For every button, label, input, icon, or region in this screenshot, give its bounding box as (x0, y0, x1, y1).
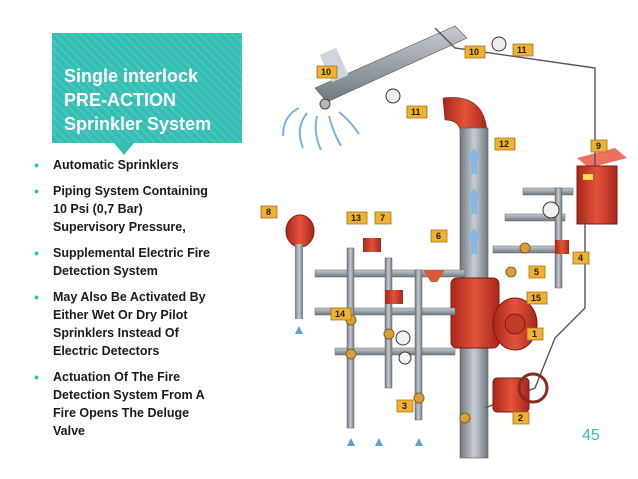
callout-11-left: 11 (406, 105, 428, 119)
bullet-item: •Actuation Of The Fire Detection System … (34, 369, 205, 438)
callout-12: 12 (494, 137, 516, 151)
brass-valve (345, 242, 531, 424)
svg-text:6: 6 (436, 231, 441, 241)
alarm-switch (555, 240, 569, 254)
water-flow-arrows (467, 148, 481, 254)
header-pipe (314, 25, 468, 103)
svg-text:7: 7 (380, 213, 385, 223)
trim-piping-vertical (346, 187, 563, 429)
callout-5: 5 (528, 265, 546, 279)
bullet-icon: • (34, 157, 39, 173)
alarm-bell (285, 214, 315, 319)
svg-text:1: 1 (532, 329, 537, 339)
control-panel (576, 148, 627, 225)
callout-1: 1 (526, 327, 544, 341)
pressure-gauge (385, 88, 401, 104)
title-line-3: Sprinkler System (64, 114, 212, 134)
svg-text:12: 12 (499, 139, 509, 149)
deluge-valve (450, 277, 538, 351)
bullet-icon: • (34, 289, 39, 305)
drain-outlet (295, 326, 423, 446)
svg-text:5: 5 (534, 267, 539, 277)
svg-text:2: 2 (518, 413, 523, 423)
callout-13: 13 (346, 211, 368, 225)
svg-text:13: 13 (351, 213, 361, 223)
svg-text:11: 11 (517, 45, 527, 55)
callout-15: 15 (526, 291, 548, 305)
pressure-switch (385, 290, 403, 304)
bullet-item: •May Also Be Activated By Either Wet Or … (34, 289, 206, 358)
sprinkler-system-diagram: 10 11 10 11 12 9 8 13 7 6 4 (260, 25, 627, 459)
solenoid-valve (363, 238, 381, 252)
svg-text:8: 8 (266, 207, 271, 217)
callout-14: 14 (330, 307, 352, 321)
callout-10-top: 10 (464, 45, 486, 59)
bullet-icon: • (34, 369, 39, 385)
sprinkler-spray (282, 107, 360, 151)
svg-text:15: 15 (531, 293, 541, 303)
svg-text:11: 11 (411, 107, 421, 117)
title-line-1: Single interlock (64, 66, 199, 86)
title-line-2: PRE-ACTION (64, 90, 176, 110)
priming-funnel (423, 270, 445, 282)
bullet-item: •Piping System Containing 10 Psi (0,7 Ba… (34, 183, 208, 234)
callout-3: 3 (396, 399, 414, 413)
title-box (52, 33, 242, 155)
svg-text:3: 3 (402, 401, 407, 411)
svg-text:10: 10 (321, 67, 331, 77)
svg-text:14: 14 (335, 309, 345, 319)
page-number: 45 (582, 427, 600, 444)
svg-text:4: 4 (578, 253, 583, 263)
sprinkler-head (319, 98, 331, 110)
callout-8: 8 (260, 205, 278, 219)
callout-9: 9 (590, 139, 608, 153)
callout-4: 4 (572, 251, 590, 265)
svg-text:10: 10 (469, 47, 479, 57)
pressure-gauge (491, 36, 507, 52)
callout-6: 6 (430, 229, 448, 243)
callout-7: 7 (374, 211, 392, 225)
bullet-item: •Supplemental Electric Fire Detection Sy… (34, 245, 210, 278)
gate-valve (492, 372, 549, 413)
bullet-icon: • (34, 245, 39, 261)
callout-10-left: 10 (316, 65, 338, 79)
callout-11-top: 11 (512, 43, 534, 57)
detection-wiring (434, 27, 596, 166)
callout-2: 2 (512, 411, 530, 425)
bullet-icon: • (34, 183, 39, 199)
svg-text:9: 9 (596, 141, 601, 151)
bullet-item: •Automatic Sprinklers (34, 157, 179, 173)
bullet-list: •Automatic Sprinklers •Piping System Con… (34, 156, 254, 448)
slide-title: Single interlock PRE-ACTION Sprinkler Sy… (64, 64, 244, 136)
pressure-gauge (395, 201, 560, 365)
